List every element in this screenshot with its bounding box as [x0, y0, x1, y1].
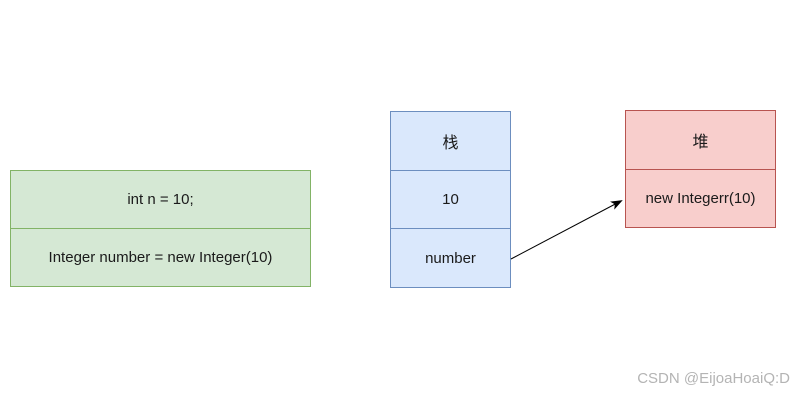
code-declarations-box: int n = 10; Integer number = new Integer… — [10, 170, 311, 287]
stack-cell-reference: number — [391, 228, 510, 287]
code-row-object: Integer number = new Integer(10) — [11, 228, 310, 286]
watermark: CSDN @EijoaHoaiQ:D — [637, 370, 790, 387]
heap-header: 堆 — [692, 133, 709, 151]
stack-table: 栈 10 number — [390, 111, 511, 288]
code-row-primitive: int n = 10; — [127, 191, 194, 208]
stack-header: 栈 — [442, 134, 459, 152]
heap-table: 堆 new Integerr(10) — [625, 110, 776, 228]
heap-cell-object: new Integerr(10) — [626, 168, 775, 228]
stack-cell-value: 10 — [391, 169, 510, 229]
reference-arrow-line — [510, 200, 623, 260]
